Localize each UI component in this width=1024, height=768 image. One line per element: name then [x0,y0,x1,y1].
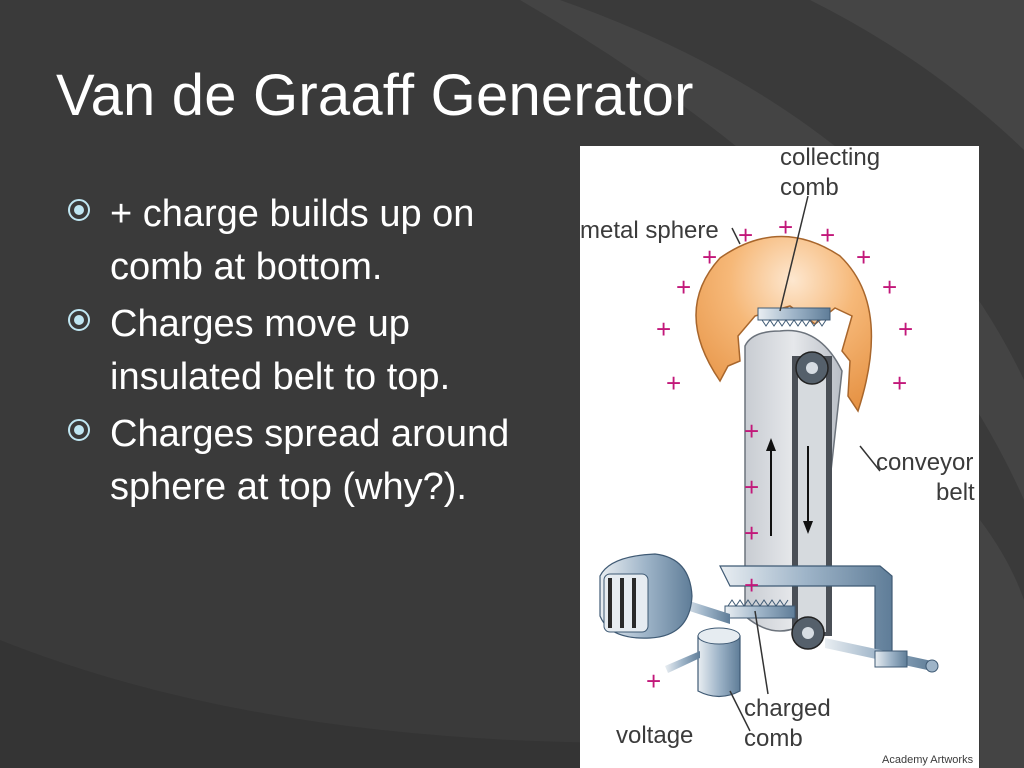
charge-symbol: + [778,212,794,242]
van-de-graaff-diagram: + + + + + + + + + + + + + + + + collecti… [580,146,979,768]
bullet-text: Charges spread around sphere at top (why… [110,413,510,508]
voltage-label: voltage [616,722,694,749]
charge-symbol: + [646,666,662,696]
collecting-comb-label: collecting [780,146,881,171]
conveyor-belt-label: belt [936,479,975,506]
axle-shape [680,598,730,624]
charge-symbol: + [738,220,754,250]
charge-symbol: + [656,314,672,344]
bullet-item: + charge builds up on comb at bottom. [66,188,566,294]
charge-symbol: + [898,314,914,344]
charge-symbol: + [676,272,692,302]
voltage-source-shape [697,635,741,698]
charged-comb-label: comb [744,725,803,752]
bullet-item: Charges spread around sphere at top (why… [66,408,566,514]
charged-comb-label: charged [744,695,831,722]
conveyor-belt-label: conveyor [876,449,974,476]
collecting-comb-shape [757,307,831,321]
collecting-comb-label: comb [780,174,839,201]
bullet-item: Charges move up insulated belt to top. [66,298,566,404]
bullet-text: Charges move up insulated belt to top. [110,303,451,398]
target-bullet-icon [68,309,90,331]
metal-sphere-label: metal sphere [580,217,719,244]
charge-symbol: + [744,570,760,600]
target-bullet-icon [68,419,90,441]
generator-illustration [599,195,939,732]
charge-symbol: + [744,416,760,446]
charge-symbol: + [744,472,760,502]
bullet-text: + charge builds up on comb at bottom. [110,193,475,288]
image-credit: Academy Artworks [882,754,974,766]
charge-symbol: + [892,368,908,398]
charge-symbol: + [856,242,872,272]
charge-symbol: + [820,220,836,250]
charge-symbol: + [744,518,760,548]
bullet-list: + charge builds up on comb at bottom. Ch… [66,188,566,518]
slide-title: Van de Graaff Generator [56,63,694,128]
target-bullet-icon [68,199,90,221]
charged-comb-shape [724,605,796,619]
charge-symbol: + [882,272,898,302]
charge-symbol: + [702,242,718,272]
charge-symbol: + [666,368,682,398]
metal-sphere-shape [695,235,873,413]
